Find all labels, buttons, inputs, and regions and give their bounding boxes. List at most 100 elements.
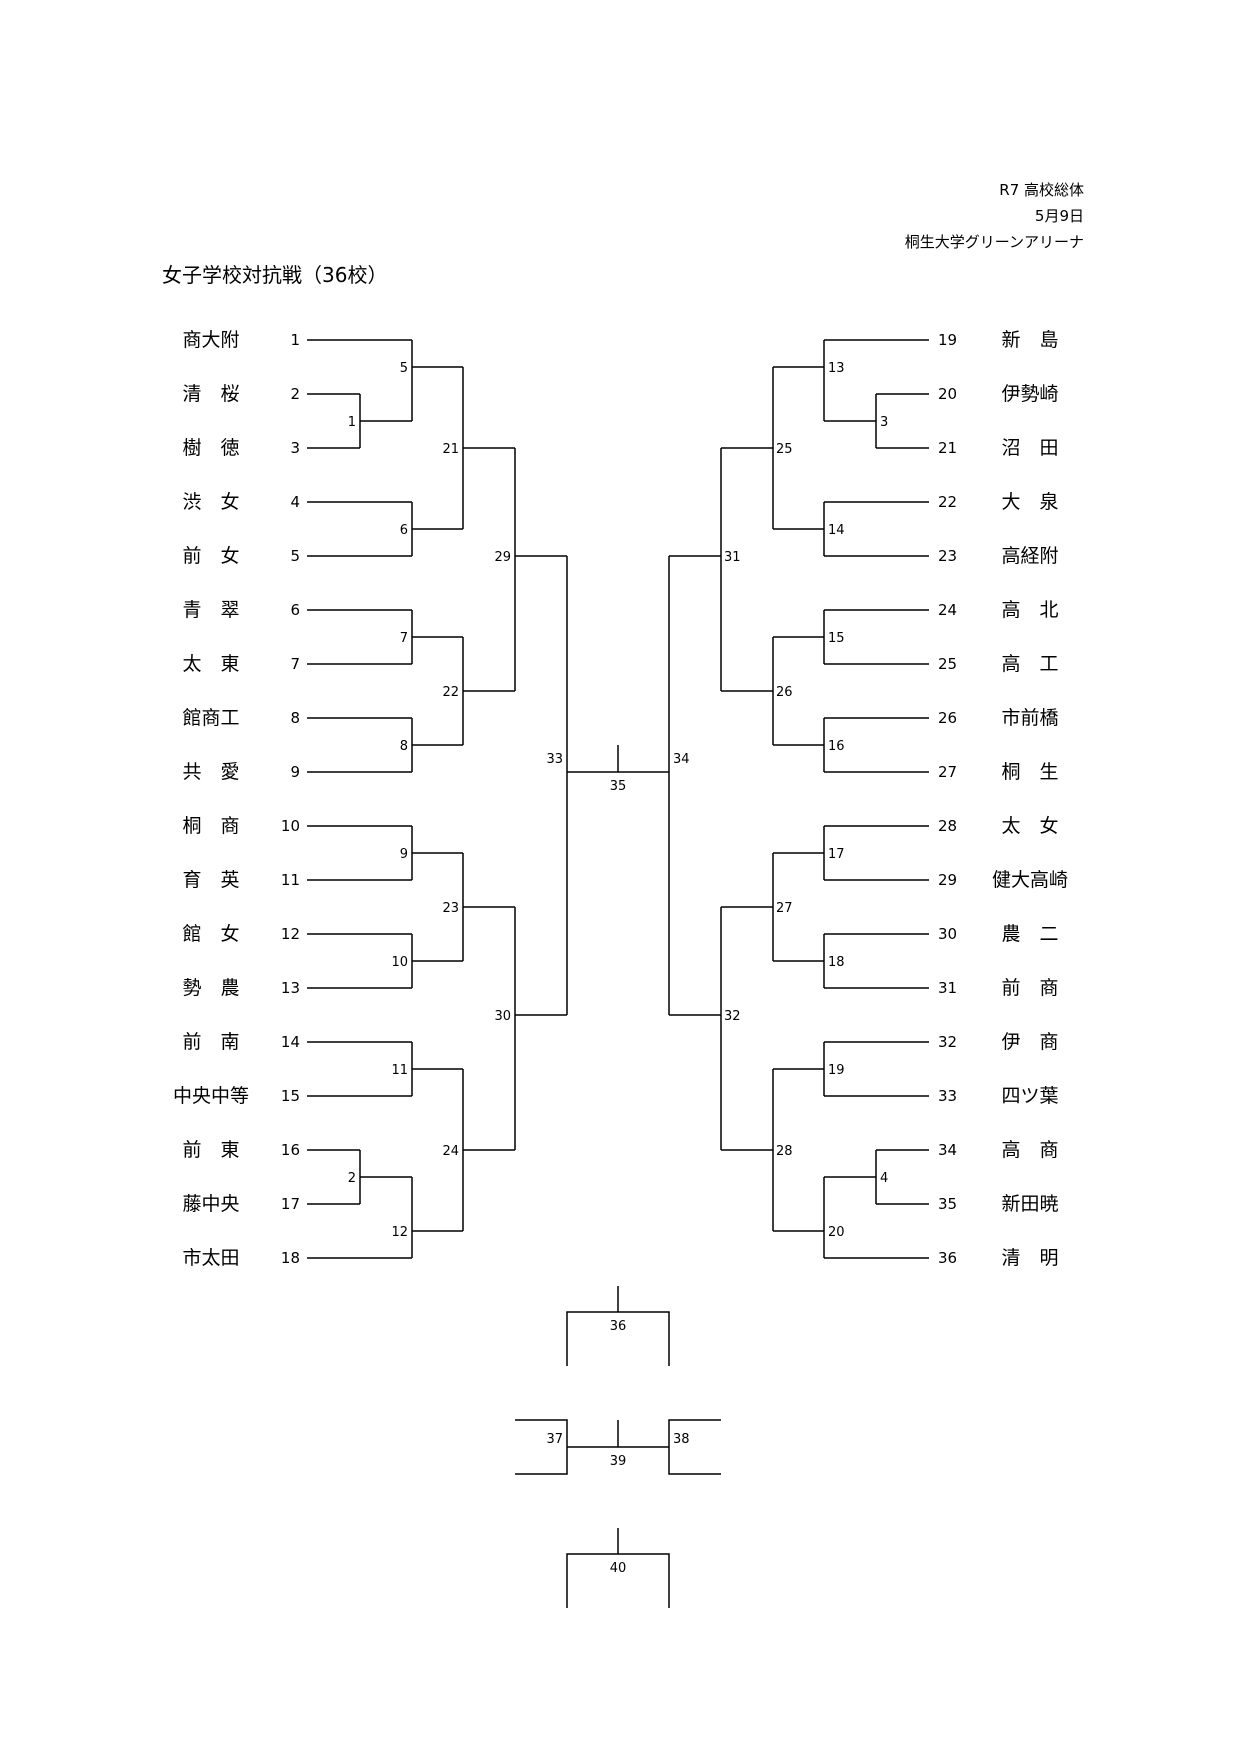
team-seed: 22	[938, 493, 957, 511]
team-name: 館 女	[182, 923, 239, 945]
team-name: 中央中等	[173, 1085, 249, 1107]
match-number: 29	[494, 550, 511, 565]
team-seed: 1	[290, 331, 300, 349]
team-seed: 5	[290, 547, 300, 565]
team-name: 市前橋	[1001, 707, 1058, 729]
match-number: 13	[828, 361, 845, 376]
event-date: 5月9日	[1034, 207, 1084, 225]
match-number: 34	[673, 752, 690, 767]
team-seed: 27	[938, 763, 957, 781]
match-number: 25	[776, 442, 793, 457]
team-name: 高 商	[1001, 1139, 1058, 1161]
team-seed: 36	[938, 1249, 957, 1267]
match-number: 23	[442, 901, 459, 916]
team-name: 清 明	[1001, 1247, 1058, 1269]
team-seed: 11	[281, 871, 300, 889]
match-number: 21	[442, 442, 459, 457]
match-number: 9	[400, 847, 408, 862]
team-name: 桐 商	[182, 815, 239, 837]
team-name: 伊勢崎	[1001, 383, 1058, 405]
team-seed: 8	[290, 709, 300, 727]
team-name: 勢 農	[182, 977, 239, 999]
team-name: 伊 商	[1001, 1031, 1058, 1053]
team-name: 健大高崎	[992, 869, 1068, 891]
event-name: R7 高校総体	[999, 181, 1084, 199]
team-name: 太 東	[182, 653, 239, 675]
team-seed: 7	[290, 655, 300, 673]
match-number: 33	[546, 752, 563, 767]
team-seed: 12	[281, 925, 300, 943]
team-name: 館商工	[182, 707, 239, 729]
match-number: 10	[391, 955, 408, 970]
match-number: 38	[673, 1432, 690, 1447]
team-name: 大 泉	[1001, 491, 1058, 513]
team-name: 商大附	[182, 329, 239, 351]
left-bracket-lines	[307, 339, 568, 1259]
team-seed: 24	[938, 601, 957, 619]
match-number: 11	[391, 1063, 408, 1078]
team-name: 新 島	[1001, 329, 1058, 351]
team-seed: 15	[281, 1087, 300, 1105]
match-number: 28	[776, 1144, 793, 1159]
team-seed: 18	[281, 1249, 300, 1267]
team-name: 樹 徳	[182, 437, 239, 459]
match-number: 31	[724, 550, 741, 565]
match-number: 27	[776, 901, 793, 916]
match-number: 15	[828, 631, 845, 646]
team-seed: 9	[290, 763, 300, 781]
bracket-title: 女子学校対抗戦（36校）	[162, 263, 388, 287]
team-name: 四ツ葉	[1001, 1085, 1058, 1107]
team-name: 沼 田	[1001, 437, 1058, 459]
team-name: 太 女	[1001, 815, 1058, 837]
match-number: 3	[880, 415, 888, 430]
match-number: 20	[828, 1225, 845, 1240]
match-number: 14	[828, 523, 845, 538]
team-name: 前 東	[182, 1139, 239, 1161]
team-seed: 23	[938, 547, 957, 565]
team-seed: 19	[938, 331, 957, 349]
team-name: 育 英	[182, 869, 239, 891]
match-number: 24	[442, 1144, 459, 1159]
team-seed: 25	[938, 655, 957, 673]
team-seed: 28	[938, 817, 957, 835]
match-number: 36	[610, 1319, 627, 1334]
match-number: 18	[828, 955, 845, 970]
team-seed: 6	[290, 601, 300, 619]
team-name: 清 桜	[182, 383, 239, 405]
match-number: 2	[348, 1171, 356, 1186]
team-seed: 17	[281, 1195, 300, 1213]
team-seed: 35	[938, 1195, 957, 1213]
team-name: 前 女	[182, 545, 239, 567]
match-number: 8	[400, 739, 408, 754]
team-name: 桐 生	[1001, 761, 1058, 783]
team-seed: 33	[938, 1087, 957, 1105]
match-number: 32	[724, 1009, 741, 1024]
team-name: 新田暁	[1001, 1193, 1058, 1215]
left-teams: 商大附 清 桜 樹 徳 渋 女 前 女 青 翠 太 東 館商工 共 愛 桐 商 …	[173, 329, 300, 1269]
match-number: 22	[442, 685, 459, 700]
team-seed: 20	[938, 385, 957, 403]
match-number: 26	[776, 685, 793, 700]
team-seed: 31	[938, 979, 957, 997]
team-name: 青 翠	[182, 599, 239, 621]
match-number: 40	[610, 1561, 627, 1576]
match-number: 37	[546, 1432, 563, 1447]
team-seed: 16	[281, 1141, 300, 1159]
team-name: 市太田	[182, 1247, 239, 1269]
match-number: 30	[494, 1009, 511, 1024]
team-name: 前 南	[182, 1031, 239, 1053]
team-seed: 26	[938, 709, 957, 727]
match-numbers: 1 2 3 4 5 6 7 8 9 10 11 12 13 14 15 16 1…	[348, 361, 889, 1576]
team-name: 高 北	[1001, 599, 1058, 621]
team-name: 農 二	[1001, 923, 1058, 945]
right-bracket-lines	[668, 339, 929, 1259]
match-number: 39	[610, 1454, 627, 1469]
final-lines	[515, 745, 721, 1608]
match-number: 7	[400, 631, 408, 646]
team-seed: 14	[281, 1033, 300, 1051]
team-name: 共 愛	[182, 761, 239, 783]
team-name: 藤中央	[182, 1193, 239, 1215]
team-name: 渋 女	[182, 491, 239, 513]
team-seed: 2	[290, 385, 300, 403]
team-name: 前 商	[1001, 977, 1058, 999]
